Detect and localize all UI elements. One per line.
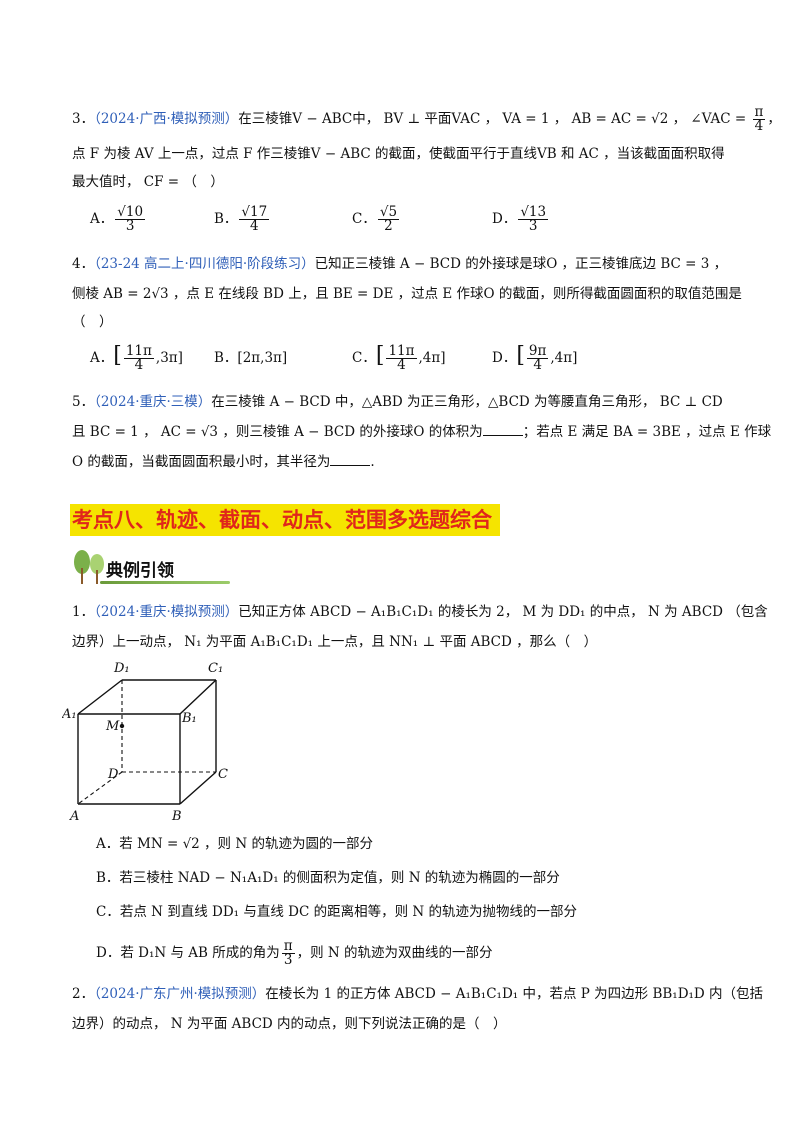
q3-number: 3． — [72, 111, 95, 127]
q5-line-3: O 的截面，当截面圆面积最小时，其半径为. — [72, 453, 375, 470]
tree-icon — [74, 550, 104, 584]
cube-figure: D₁ C₁ A₁ B₁ M D C A B — [62, 661, 228, 824]
q5-blank-2[interactable] — [330, 453, 371, 466]
label-A: A — [69, 809, 79, 824]
example-header — [70, 548, 230, 586]
e1-line-2: 边界）上一动点， N₁ 为平面 A₁B₁C₁D₁ 上一点，且 NN₁ ⊥ 平面 … — [72, 634, 598, 650]
label-D: D — [107, 767, 119, 782]
q4-line-3: （ ） — [72, 314, 113, 330]
label-A1: A₁ — [62, 707, 77, 722]
e1-option-a: A．若 MN = √2 ，则 N 的轨迹为圆的一部分 — [96, 836, 373, 852]
q4-source: （23-24 高二上·四川德阳·阶段练习） — [94, 256, 315, 272]
q5-blank-1[interactable] — [482, 423, 523, 436]
section-banner — [70, 504, 500, 536]
label-C: C — [218, 767, 228, 782]
label-C1: C₁ — [208, 661, 223, 676]
label-M: M — [105, 719, 120, 734]
e2-line-1: 2．（2024·广东广州·模拟预测）在棱长为 1 的正方体 ABCD − A₁B… — [72, 986, 764, 1002]
e2-source: （2024·广东广州·模拟预测） — [94, 986, 266, 1002]
q5-source: （2024·重庆·三模） — [94, 394, 212, 410]
label-B1: B₁ — [181, 711, 197, 726]
section-title: 考点八、轨迹、截面、动点、范围多选题综合 — [72, 508, 492, 532]
q4-line-2: 侧棱 AB = 2√3 ，点 E 在线段 BD 上，且 BE = DE ，过点 … — [72, 286, 742, 302]
e1-option-c: C．若点 N 到直线 DD₁ 与直线 DC 的距离相等，则 N 的轨迹为抛物线的… — [96, 904, 577, 920]
q3-line-1: 3．（2024·广西·模拟预测）在三棱锥V − ABC中， BV ⊥ 平面VAC… — [72, 104, 781, 134]
q4-option-b: B．[2π,3π] — [214, 350, 288, 366]
q3-line-3: 最大值时， CF = （ ） — [72, 174, 224, 190]
q5-line-1: 5．（2024·重庆·三模）在三棱锥 A − BCD 中，△ABD 为正三角形，… — [72, 394, 723, 410]
q4-line-1: 4．（23-24 高二上·四川德阳·阶段练习）已知正三棱锥 A − BCD 的外… — [72, 256, 728, 272]
example-label: 典例引领 — [106, 561, 174, 581]
e1-line-1: 1．（2024·重庆·模拟预测）已知正方体 ABCD − A₁B₁C₁D₁ 的棱… — [72, 604, 768, 620]
example-underline — [100, 581, 230, 584]
e1-source: （2024·重庆·模拟预测） — [94, 604, 239, 620]
e2-line-2: 边界）的动点， N 为平面 ABCD 内的动点，则下列说法正确的是（ ） — [72, 1016, 507, 1032]
label-D1: D₁ — [113, 661, 130, 676]
q3-line-2: 点 F 为棱 AV 上一点，过点 F 作三棱锥V − ABC 的截面，使截面平行… — [72, 146, 725, 162]
q3-text-1: 在三棱锥V − ABC中， BV ⊥ 平面VAC ， VA = 1 ， AB =… — [238, 111, 751, 127]
q5-line-2: 且 BC = 1 ， AC = √3 ，则三棱锥 A − BCD 的外接球O 的… — [72, 423, 772, 440]
label-B: B — [171, 809, 182, 824]
q3-source: （2024·广西·模拟预测） — [94, 111, 239, 127]
e1-option-b: B．若三棱柱 NAD − N₁A₁D₁ 的侧面积为定值，则 N 的轨迹为椭圆的一… — [96, 870, 560, 886]
